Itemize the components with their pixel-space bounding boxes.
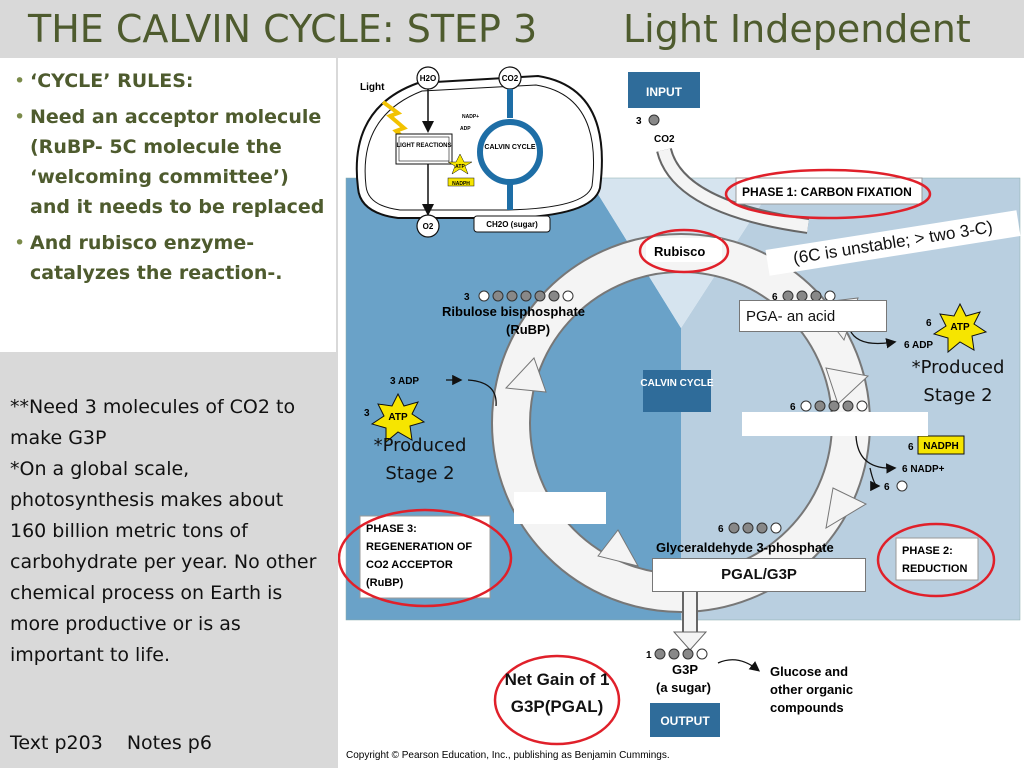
calvin-cycle-box [643, 370, 711, 412]
blank-overlay [742, 412, 928, 436]
output-box [650, 703, 720, 737]
input-box [628, 72, 700, 108]
nadph-small-label: NADPH [452, 181, 470, 187]
input-label: INPUT [646, 85, 683, 99]
produced-stage2-right: *Produced Stage 2 [911, 357, 1005, 406]
pga-acid-label: PGA- an acid [739, 300, 887, 332]
glucose-line1: Glucose and [770, 664, 848, 679]
atp-left-label: ATP [388, 412, 408, 423]
phase2-line1: PHASE 2: [902, 545, 953, 557]
phase1-label: PHASE 1: CARBON FIXATION [742, 185, 912, 199]
a-sugar-label: (a sugar) [656, 680, 711, 695]
phase1-box [735, 177, 923, 205]
notes-reference: Notes p6 [126, 732, 212, 754]
calvin-cycle-small-label: CALVIN CYCLE [484, 144, 536, 151]
phase2-line2: REDUCTION [902, 563, 967, 575]
blank-overlay [514, 492, 606, 524]
phase3-box [359, 515, 491, 599]
rubisco-box [646, 238, 722, 262]
rubp-count: 3 [464, 292, 470, 303]
output-count: 1 [646, 650, 652, 661]
nadph-count: 6 [908, 442, 914, 453]
o2-label: O2 [423, 222, 434, 231]
title-subtitle: Light Independent [623, 7, 971, 51]
rubp-molecule [478, 290, 574, 302]
rubp-name: Ribulose bisphosphate [442, 304, 585, 319]
pga-molecule [782, 290, 836, 302]
bullet-panel: ‘CYCLE’ RULES: Need an acceptor molecule… [0, 58, 336, 352]
slide-title: THE CALVIN CYCLE: STEP 3 Light Independe… [28, 2, 1018, 56]
atp-left-count: 3 [364, 408, 370, 419]
callout-rubisco [638, 228, 730, 274]
page-references: Text p203 Notes p6 [10, 732, 230, 754]
input-arrow [658, 148, 809, 232]
ch2o-label: CH2O (sugar) [486, 220, 538, 229]
notes-line-co2: **Need 3 molecules of CO2 to make G3P [10, 396, 296, 449]
callout-net-gain [493, 654, 621, 746]
rubisco-label: Rubisco [654, 244, 705, 259]
output-label: OUTPUT [660, 714, 710, 728]
nadp-right-label: 6 NADP+ [902, 464, 945, 475]
atp-small-label: ATP [455, 164, 465, 170]
adp-small-label: ADP [460, 126, 471, 132]
nadph-box [917, 435, 965, 455]
copyright: Copyright © Pearson Education, Inc., pub… [346, 750, 670, 761]
g3p-molecule [728, 522, 782, 534]
callout-phase3 [338, 508, 513, 608]
bullet-list: ‘CYCLE’ RULES: Need an acceptor molecule… [0, 58, 336, 288]
notes-line-global: *On a global scale, photosynthesis makes… [10, 458, 317, 666]
phase3-line2: REGENERATION OF [366, 541, 472, 553]
phase3-line4: (RuBP) [366, 577, 404, 589]
light-reactions-label: LIGHT REACTIONS [397, 143, 452, 149]
bullet-item: ‘CYCLE’ RULES: [14, 66, 326, 96]
notes-text: **Need 3 molecules of CO2 to make G3P *O… [10, 392, 325, 671]
glucose-line2: other organic [770, 682, 853, 697]
atp-left-icon [370, 392, 426, 444]
bpg-count: 6 [790, 402, 796, 413]
atp-right-count: 6 [926, 318, 932, 329]
diagram-canvas: Light H2O CO2 LIGHT REACTIONS CALVIN CYC… [338, 66, 1021, 761]
atp-right-label: ATP [950, 322, 970, 333]
phase3-line3: CO2 ACCEPTOR [366, 559, 453, 571]
pga-count: 6 [772, 292, 778, 303]
net-gain-label: Net Gain of 1 G3P(PGAL) [504, 670, 610, 716]
callout-phase1 [724, 168, 932, 220]
rubp-abbr: (RuBP) [506, 322, 550, 337]
phase3-line1: PHASE 3: [366, 523, 417, 535]
nadph-label: NADPH [923, 441, 959, 452]
input-co2: CO2 [654, 134, 675, 145]
input-count: 3 [636, 116, 642, 127]
g3p-name: Glyceraldehyde 3-phosphate [656, 540, 834, 555]
text-reference: Text p203 [10, 732, 103, 754]
h2o-label: H2O [420, 74, 436, 83]
chloroplast-inset: Light H2O CO2 LIGHT REACTIONS CALVIN CYC… [355, 66, 603, 238]
phase2-box [895, 537, 979, 581]
pi-count: 6 [884, 482, 890, 493]
callout-phase2 [876, 522, 996, 598]
co2-label: CO2 [502, 74, 519, 83]
title-main: THE CALVIN CYCLE: STEP 3 [28, 7, 538, 51]
bullet-item: Need an acceptor molecule (RuBP- 5C mole… [14, 102, 326, 222]
calvin-cycle-diagram: Light H2O CO2 LIGHT REACTIONS CALVIN CYC… [338, 58, 1024, 768]
adp-left-label: 3 ADP [390, 376, 419, 387]
light-label: Light [360, 82, 385, 93]
pgal-g3p-label: PGAL/G3P [652, 558, 866, 592]
nadp-small-label: NADP+ [462, 114, 479, 120]
atp-right-icon [932, 302, 988, 354]
g3p-count: 6 [718, 524, 724, 535]
calvin-cycle-label: CALVIN CYCLE [640, 378, 713, 389]
bpg-molecule [800, 400, 868, 412]
glucose-line3: compounds [770, 700, 844, 715]
adp-right-label: 6 ADP [904, 340, 933, 351]
produced-stage2-left: *Produced Stage 2 [373, 435, 467, 484]
bullet-item: And rubisco enzyme- catalyzes the reacti… [14, 228, 326, 288]
g3p-label: G3P [672, 662, 698, 677]
output-g3p-molecule [654, 648, 708, 660]
